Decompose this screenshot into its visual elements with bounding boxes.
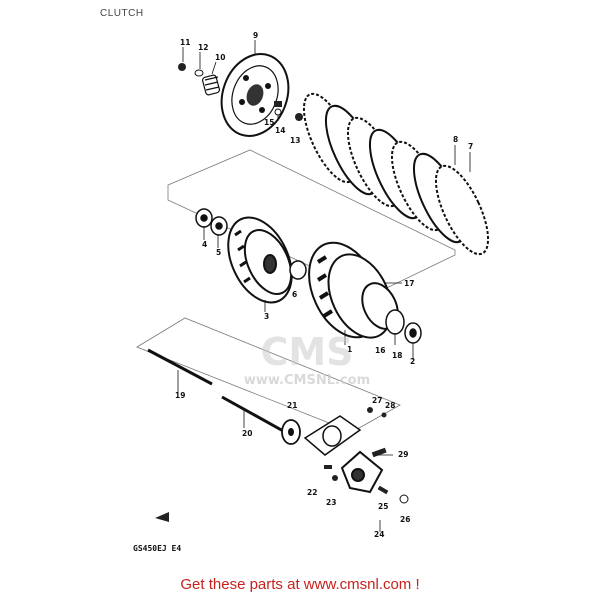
- part-label-14: 14: [275, 126, 285, 135]
- part-label-28: 28: [385, 401, 395, 410]
- pressure-plate-part: [220, 53, 290, 137]
- page-title: CLUTCH: [100, 8, 144, 19]
- clutch-sleeve-hub-part: [227, 216, 293, 304]
- release-gasket-part: [303, 415, 362, 456]
- part-label-26: 26: [400, 515, 410, 524]
- part-label-20: 20: [242, 429, 252, 438]
- part-label-4: 4: [202, 240, 207, 249]
- part-number-labels: 1234567891011121314151617181920212223242…: [175, 31, 473, 539]
- part-label-24: 24: [374, 530, 384, 539]
- part-label-29: 29: [398, 450, 408, 459]
- footer-link[interactable]: Get these parts at www.cmsnl.com !: [180, 576, 420, 593]
- model-code: GS450EJ E4: [133, 544, 182, 553]
- nut-washer-part: [195, 208, 228, 236]
- part-label-15: 15: [264, 118, 274, 127]
- bolt-part: [178, 63, 186, 71]
- cmsnl-watermark-logo: CMS www.CMSNL.com: [244, 330, 370, 388]
- front-arrow-mark: [155, 512, 169, 522]
- part-label-9: 9: [253, 31, 258, 40]
- part-label-19: 19: [175, 391, 185, 400]
- part-label-7: 7: [468, 142, 473, 151]
- part-label-11: 11: [180, 38, 190, 47]
- spacer-part: [385, 309, 422, 344]
- part-label-16: 16: [375, 346, 385, 355]
- clutch-spring-part: [201, 74, 221, 96]
- washer-part: [194, 69, 204, 77]
- part-label-22: 22: [307, 488, 317, 497]
- part-label-18: 18: [392, 351, 402, 360]
- part-label-21: 21: [287, 401, 297, 410]
- part-label-12: 12: [198, 43, 208, 52]
- thrust-washer-part: [289, 260, 307, 280]
- oil-seal-part: [281, 419, 301, 445]
- part-label-5: 5: [216, 248, 221, 257]
- part-label-23: 23: [326, 498, 336, 507]
- part-label-8: 8: [453, 135, 458, 144]
- part-label-25: 25: [378, 502, 388, 511]
- release-cover-part: [340, 450, 384, 494]
- part-label-27: 27: [372, 396, 382, 405]
- part-label-10: 10: [215, 53, 225, 62]
- push-rod-part: [147, 348, 286, 434]
- push-piece-part: [274, 101, 303, 121]
- svg-text:www.CMSNL.com: www.CMSNL.com: [244, 373, 370, 388]
- part-label-3: 3: [264, 312, 269, 321]
- part-label-17: 17: [404, 279, 414, 288]
- part-label-6: 6: [292, 290, 297, 299]
- svg-text:CMS: CMS: [260, 330, 353, 374]
- clutch-plate-stack: [302, 92, 490, 256]
- part-label-13: 13: [290, 136, 300, 145]
- part-label-2: 2: [410, 357, 415, 366]
- part-label-1: 1: [347, 345, 352, 354]
